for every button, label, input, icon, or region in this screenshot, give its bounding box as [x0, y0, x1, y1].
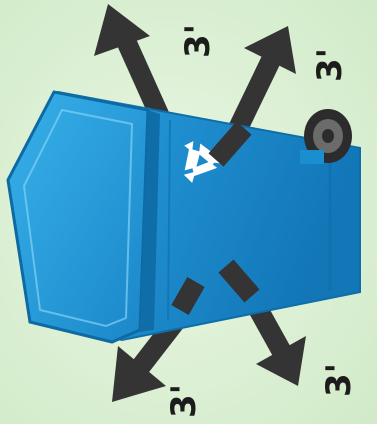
clearance-label-top-right: 3' — [313, 48, 347, 82]
clearance-label-bottom-right: 3' — [322, 363, 356, 397]
arrow-icon — [180, 282, 196, 310]
clearance-label-bottom-left: 3' — [167, 384, 201, 418]
clearance-label-top-left: 3' — [181, 24, 215, 58]
